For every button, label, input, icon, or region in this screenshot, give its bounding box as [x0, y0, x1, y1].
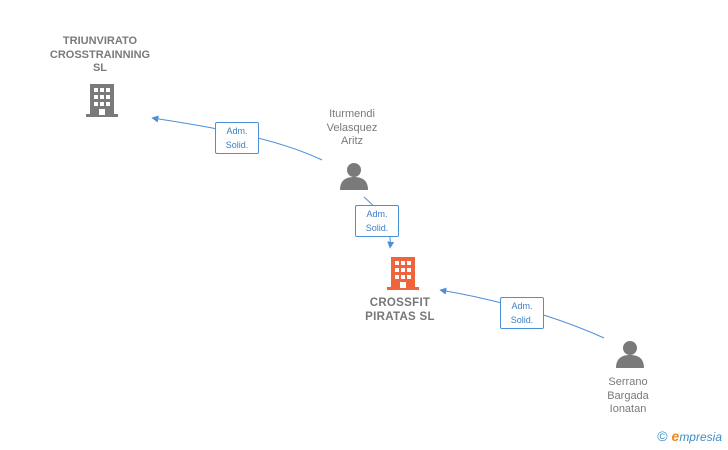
edge-label-adm-solid: Adm. Solid. [500, 297, 544, 329]
building-icon [387, 257, 419, 290]
edge-label-adm-solid: Adm. Solid. [355, 205, 399, 237]
edge-label-text: Adm. Solid. [510, 301, 534, 325]
brand-e: e [671, 428, 680, 444]
copyright-icon: © [657, 428, 668, 444]
person-icon [616, 341, 644, 368]
building-icon [86, 84, 118, 117]
edge-label-text: Adm. Solid. [225, 126, 249, 150]
node-label-serrano[interactable]: Serrano Bargada Ionatan [607, 376, 649, 415]
brand-logo: ©empresia [657, 428, 722, 444]
edge-label-text: Adm. Solid. [365, 209, 389, 233]
brand-name: mpresia [679, 430, 722, 444]
person-icon [340, 163, 368, 190]
node-label-crossfit[interactable]: CROSSFIT PIRATAS SL [365, 297, 435, 323]
node-label-iturmendi[interactable]: Iturmendi Velasquez Aritz [326, 108, 378, 147]
edge-label-adm-solid: Adm. Solid. [215, 122, 259, 154]
node-label-triunvirato[interactable]: TRIUNVIRATO CROSSTRAINNING SL [49, 35, 151, 74]
